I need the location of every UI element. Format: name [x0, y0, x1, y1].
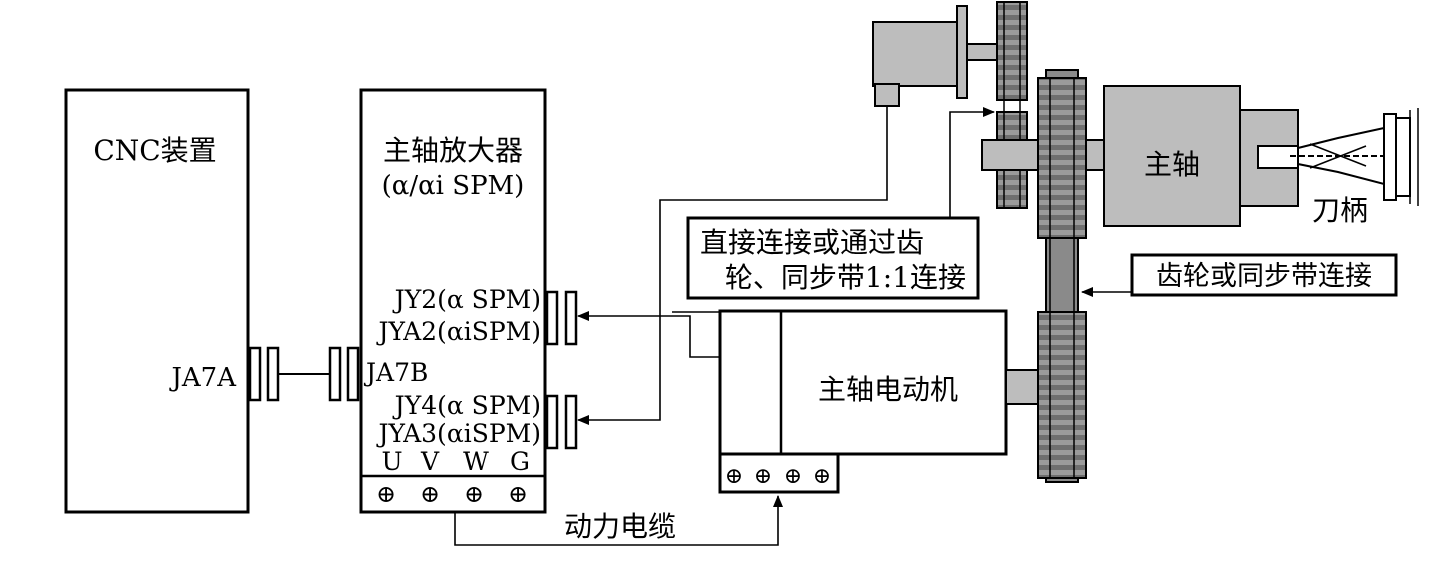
- gear-note: 齿轮或同步带连接: [1081, 253, 1398, 297]
- cnc-title: CNC装置: [93, 134, 216, 167]
- terminal-screw-g: ⊕: [508, 480, 528, 508]
- position-sensor: [872, 5, 998, 107]
- amplifier-box: [359, 88, 547, 514]
- port-jya2-label: JYA2(αiSPM): [376, 317, 541, 346]
- terminal-label-g: G: [510, 447, 530, 476]
- spindle-amplifier: 主轴放大器 (α/αi SPM) JY2(α SPM) JYA2(αiSPM) …: [359, 88, 547, 514]
- motor-label: 主轴电动机: [818, 373, 958, 406]
- note-arrow: [949, 107, 995, 218]
- sensor-shaft: [966, 43, 998, 61]
- connection-note-box: [686, 216, 980, 300]
- terminal-screw-v: ⊕: [420, 480, 440, 508]
- motor-screw-2: ⊕: [754, 464, 772, 489]
- port-ja7a-label: JA7A: [168, 363, 237, 393]
- port-jy4-label: JY4(α SPM): [392, 391, 541, 420]
- sensor-body: [872, 21, 958, 87]
- motor-screw-3: ⊕: [784, 464, 802, 489]
- connection-note-line2: 轮、同步带1:1连接: [725, 261, 966, 294]
- motor-sensor-signal-line: [577, 311, 720, 358]
- port-jya3-label: JYA3(αiSPM): [376, 419, 541, 448]
- terminal-label-w: W: [463, 447, 489, 476]
- gear-note-label: 齿轮或同步带连接: [1156, 261, 1372, 292]
- port-ja7b-label: JA7B: [363, 358, 428, 387]
- connection-note-line1: 直接连接或通过齿: [700, 226, 924, 259]
- spindle-label: 主轴: [1144, 148, 1200, 181]
- spindle-body: [1103, 85, 1241, 227]
- power-cable: 动力电缆: [454, 495, 783, 546]
- cnc-box: [64, 88, 250, 514]
- amplifier-title: 主轴放大器: [383, 134, 523, 167]
- tool-holder: 刀柄: [1290, 108, 1419, 227]
- amplifier-subtitle: (α/αi SPM): [382, 171, 525, 201]
- sensor-flange: [956, 5, 968, 99]
- jy2-connector: [545, 290, 578, 346]
- motor-screw-4: ⊕: [813, 464, 831, 489]
- jy4-connector: [545, 394, 578, 450]
- sensor-gear: [996, 1, 1028, 209]
- motor-terminal-block: [718, 452, 840, 494]
- connection-note: 直接连接或通过齿 轮、同步带1:1连接: [686, 216, 980, 300]
- gear-note-box: [1130, 253, 1398, 297]
- terminal-screw-w: ⊕: [464, 480, 484, 508]
- terminal-screw-u: ⊕: [376, 480, 396, 508]
- motor-screw-1: ⊕: [725, 464, 743, 489]
- tool-holder-label: 刀柄: [1312, 194, 1368, 227]
- spindle-sensor-signal-line: [577, 106, 888, 425]
- spindle: 主轴: [1103, 85, 1299, 227]
- terminal-label-v: V: [420, 447, 440, 476]
- power-cable-label: 动力电缆: [564, 510, 676, 543]
- terminal-label-u: U: [381, 447, 402, 476]
- sensor-connector: [874, 83, 900, 107]
- cnc-unit: CNC装置 JA7A: [64, 88, 250, 514]
- spindle-gear-belt: [1037, 69, 1087, 483]
- ja7a-ja7b-connector: [248, 346, 360, 402]
- motor-shaft: [1005, 369, 1043, 405]
- spindle-motor: 主轴电动机 ⊕ ⊕ ⊕ ⊕: [718, 309, 1043, 494]
- port-jy2-label: JY2(α SPM): [392, 285, 541, 314]
